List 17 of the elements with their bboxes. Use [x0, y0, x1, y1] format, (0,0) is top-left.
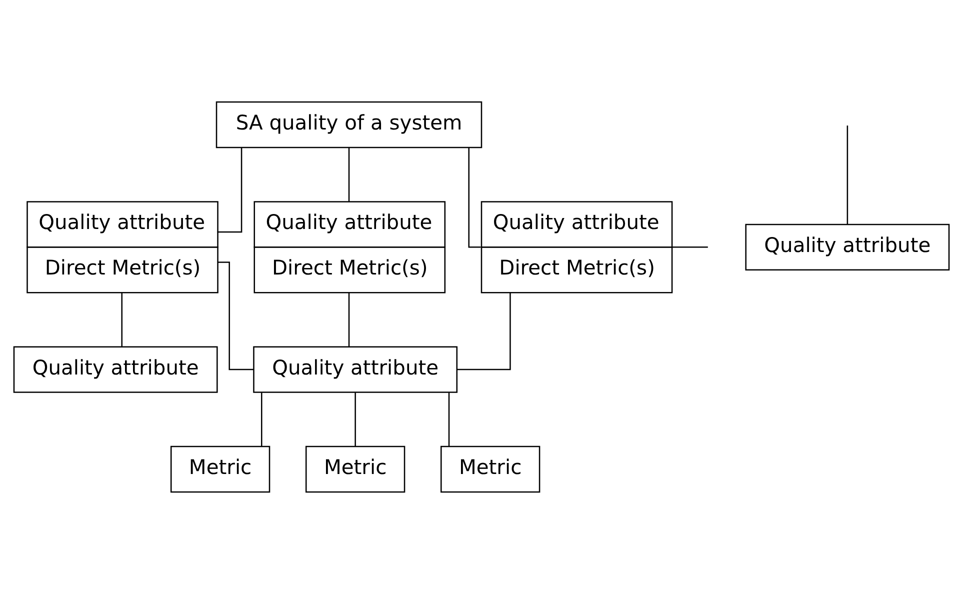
connector — [846, 126, 848, 224]
connector — [456, 292, 511, 370]
connector — [348, 292, 350, 347]
connector — [217, 148, 242, 233]
connector — [348, 148, 350, 202]
connector — [448, 392, 450, 446]
node-box: Quality attribute — [745, 224, 950, 270]
connector — [261, 392, 262, 446]
node-box: SA quality of a system — [216, 101, 482, 148]
node-box: Quality attribute — [253, 346, 458, 393]
connector — [354, 392, 356, 446]
node-box: Metric — [305, 446, 406, 493]
node-box: Quality attribute — [13, 346, 218, 393]
node-box: Metric — [440, 446, 540, 493]
connector — [672, 246, 708, 248]
connector — [121, 292, 122, 347]
node-box: Metric — [170, 446, 270, 493]
